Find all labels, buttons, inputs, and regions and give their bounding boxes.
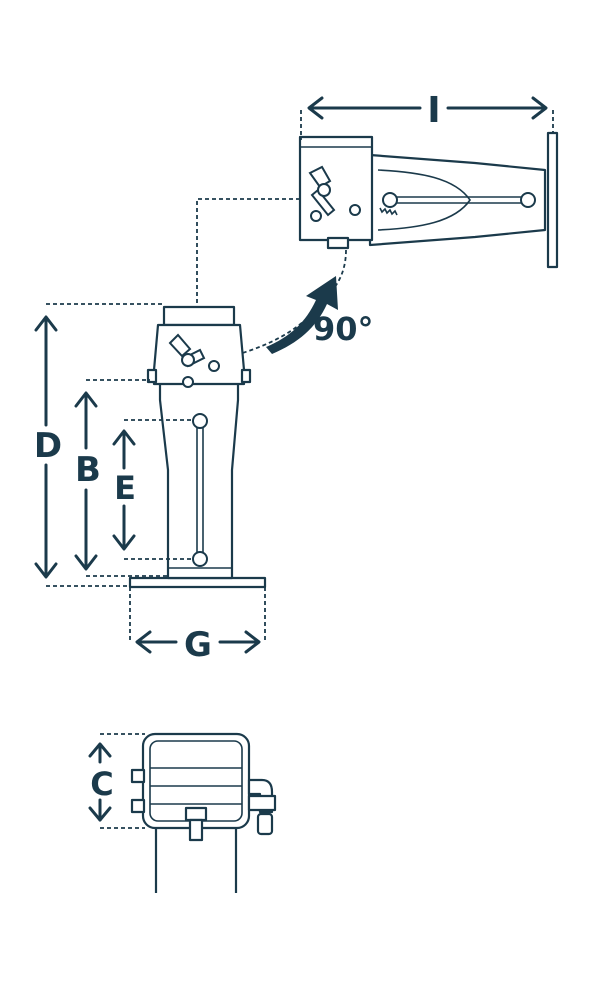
dimension-b: B: [74, 379, 168, 577]
dimension-i: I: [300, 90, 554, 140]
dimension-e: E: [112, 419, 193, 560]
bracket-tube: [158, 380, 240, 580]
head-top-cap: [162, 305, 236, 327]
dimension-g: G: [129, 587, 266, 665]
label-e: E: [114, 469, 136, 507]
tube-top-bolt: [192, 413, 208, 429]
base-plate: [128, 576, 267, 589]
vertical-bracket: [128, 305, 267, 589]
rotated-head-block: [298, 135, 374, 242]
label-b: B: [75, 450, 101, 490]
rotated-bracket: [298, 131, 559, 269]
rotation-indicator: 90°: [235, 249, 374, 356]
tube-bottom-bolt: [192, 551, 208, 567]
wall-plate: [546, 131, 559, 269]
head-wing-knob: [168, 333, 192, 358]
angle-label: 90°: [313, 310, 374, 348]
dimension-d: D: [34, 303, 164, 587]
arm-pivot-bolt: [382, 192, 398, 208]
rotation-arrow: [266, 276, 338, 354]
rotated-wing-knob: [308, 165, 332, 189]
arm-end-bolt: [520, 192, 536, 208]
arm-slot-outline: [377, 169, 471, 231]
label-c: C: [90, 765, 113, 803]
bracket-arm-horizontal: [368, 153, 547, 247]
dimension-c: C: [88, 733, 145, 829]
label-i: I: [427, 90, 440, 131]
label-g: G: [184, 625, 212, 665]
clamp-nut: [184, 806, 208, 822]
clamp-top-view: [130, 732, 277, 893]
label-d: D: [34, 426, 62, 466]
